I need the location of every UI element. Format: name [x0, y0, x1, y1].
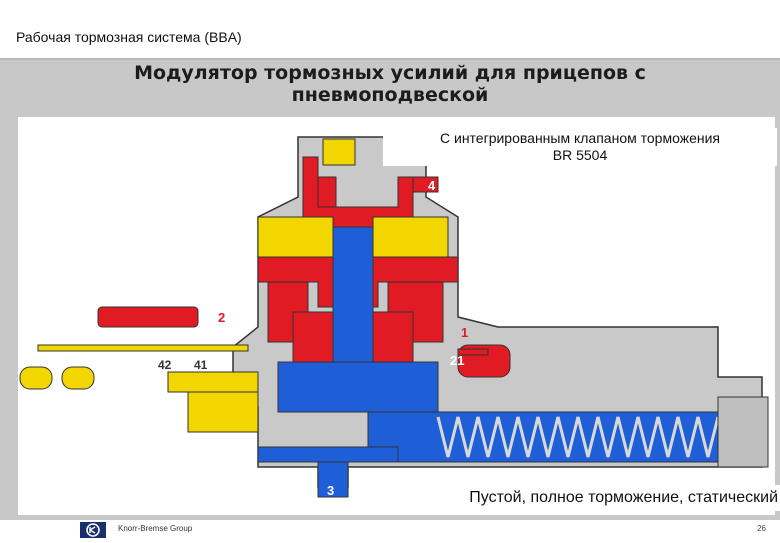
slide-title-line-2: пневмоподвеской — [291, 84, 489, 106]
slide-title-line-1: Модулятор тормозных усилий для прицепов … — [134, 62, 646, 84]
port-label-2: 2 — [218, 310, 225, 325]
port-label-1: 1 — [461, 325, 468, 340]
return-spring — [436, 416, 720, 458]
port-label-21: 21 — [450, 353, 464, 368]
footer-company: Knorr-Bremse Group — [118, 524, 193, 533]
slide-title: Модулятор тормозных усилий для прицепов … — [0, 62, 780, 106]
port-label-41: 41 — [194, 358, 208, 372]
page-number: 26 — [757, 524, 766, 533]
header-bar — [0, 0, 780, 58]
diagram-caption-top-line-2: BR 5504 — [552, 147, 608, 163]
yellow-control-parts — [37, 138, 449, 433]
footer — [0, 520, 780, 540]
red-pressure-chambers — [97, 156, 511, 378]
section-title: Рабочая тормозная система (BBA) — [16, 29, 242, 45]
air-bellows — [19, 366, 95, 390]
port-label-4: 4 — [428, 178, 436, 193]
valve-diagram-panel: 4 2 1 21 42 41 3 — [18, 117, 775, 515]
valve-cross-section-diagram: 4 2 1 21 42 41 3 — [19, 136, 769, 498]
end-cap — [717, 396, 769, 468]
knorr-bremse-logo-icon — [80, 522, 106, 538]
diagram-caption-top-line-1: С интегрированным клапаном торможения — [440, 130, 720, 146]
port-label-3: 3 — [327, 483, 334, 498]
port-label-42: 42 — [158, 358, 172, 372]
header-divider — [0, 58, 780, 60]
diagram-caption-top: С интегрированным клапаном торможения BR… — [383, 128, 777, 166]
logo-mark — [86, 523, 100, 537]
port-labels: 4 2 1 21 42 41 3 — [158, 178, 468, 498]
diagram-caption-bottom: Пустой, полное торможение, статический — [352, 485, 780, 511]
